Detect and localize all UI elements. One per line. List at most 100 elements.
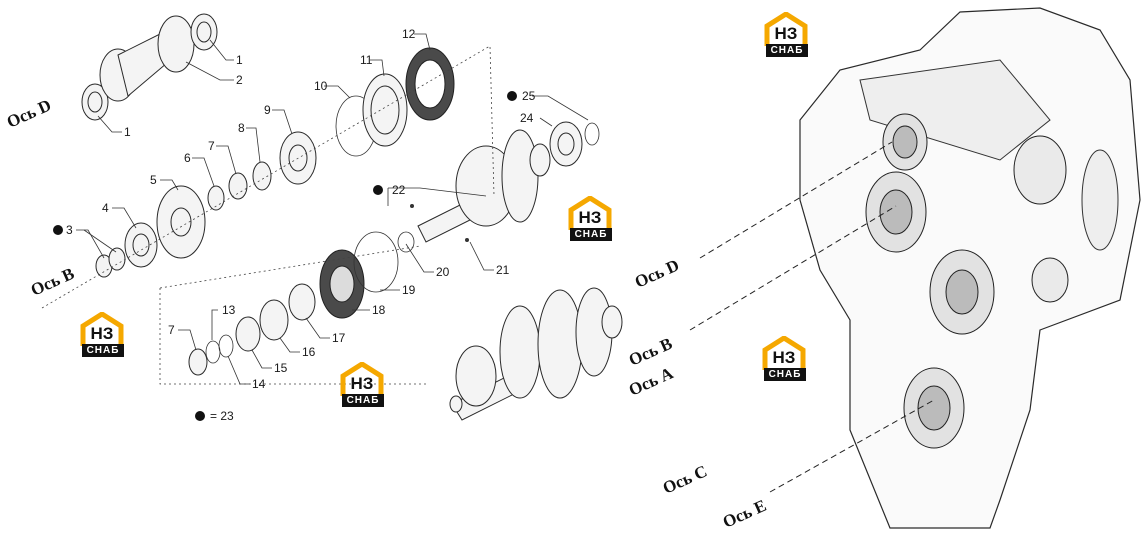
callout-24: 24 [520, 111, 534, 125]
callout-21: 21 [496, 263, 510, 277]
axis-label-b-left: Ось B [28, 264, 77, 300]
callout-3: 3 [66, 223, 73, 237]
axis-label-d-left: Ось D [4, 95, 54, 131]
assembled-drum [537, 289, 583, 399]
ring-gear-12-bore [414, 59, 446, 109]
brand-logo: НЗ СНАБ [338, 362, 388, 408]
brand-logo: НЗ СНАБ [566, 196, 616, 242]
spring-16 [259, 299, 289, 341]
axis-label-e-right: Ось E [720, 496, 769, 532]
assembled-spline [601, 305, 623, 339]
assembled-gear-small [455, 345, 497, 407]
bearing-4-inner [132, 233, 150, 257]
logo-mark: НЗ [350, 374, 374, 393]
brand-logo: НЗ СНАБ [762, 12, 812, 58]
gear-5-hub [170, 207, 192, 237]
legend-dot [195, 411, 205, 421]
callout-1-top: 1 [236, 53, 243, 67]
pin-22 [410, 204, 414, 208]
callout-10: 10 [314, 79, 328, 93]
callout-22: 22 [392, 183, 406, 197]
logo-caption: СНАБ [82, 344, 124, 357]
pin-21 [465, 238, 469, 242]
callout-2: 2 [236, 73, 243, 87]
callout-9: 9 [264, 103, 271, 117]
brand-logo: НЗ СНАБ [78, 312, 128, 358]
callout-19: 19 [402, 283, 416, 297]
logo-house-icon [340, 362, 384, 396]
callout-20: 20 [436, 265, 450, 279]
bore-axis-a-inner [945, 269, 979, 315]
logo-caption: СНАБ [570, 228, 612, 241]
plate-15 [235, 316, 261, 352]
transmission-housing [799, 7, 1141, 529]
leader-lines [76, 33, 589, 385]
logo-house-icon [762, 336, 806, 370]
callout-1-left: 1 [124, 125, 131, 139]
assembled-shaft-end [449, 395, 463, 413]
bore-axis-e-inner [917, 385, 951, 431]
bore-axis-b-inner [879, 189, 913, 235]
leader-axis-e [769, 399, 935, 493]
callout-17: 17 [332, 331, 346, 345]
axis-b-shaft-assembly [417, 121, 600, 243]
housing-top-plate [859, 59, 1051, 161]
callout-25: 25 [522, 89, 536, 103]
logo-mark: НЗ [578, 208, 602, 227]
ring-25 [584, 122, 600, 146]
ring-3b [108, 247, 126, 271]
bearing-24-inner [557, 132, 575, 156]
callout-16: 16 [302, 345, 316, 359]
logo-mark: НЗ [90, 324, 114, 343]
logo-caption: СНАБ [766, 44, 808, 57]
lower-clutch-parts [188, 204, 469, 376]
logo-mark: НЗ [772, 348, 796, 367]
callout-8: 8 [238, 121, 245, 135]
bearing-1-right-inner [196, 21, 212, 43]
axis-label-c-right: Ось C [660, 461, 710, 497]
callout-6: 6 [184, 151, 191, 165]
callout-labels: 1 2 1 3 4 5 6 7 8 9 10 11 12 13 14 15 16… [66, 27, 536, 391]
ring-14 [218, 334, 234, 358]
marker-dots [53, 91, 517, 421]
assembled-gear-mid [499, 305, 541, 399]
callout-12: 12 [402, 27, 416, 41]
logo-house-icon [568, 196, 612, 230]
assembled-gear-shaft [449, 287, 623, 421]
gear-drum-22 [501, 129, 539, 223]
legend-text: = 23 [210, 409, 234, 423]
logo-house-icon [80, 312, 124, 346]
axis-d-shaft-assembly [81, 13, 218, 121]
logo-caption: СНАБ [342, 394, 384, 407]
axis-leaders [689, 141, 935, 493]
leader-axis-d [699, 141, 893, 259]
callout-7: 7 [208, 139, 215, 153]
ring-13 [205, 340, 221, 364]
plate-11-inner [370, 85, 400, 135]
callout-11: 11 [360, 53, 373, 67]
dot-25 [507, 91, 517, 101]
piston-18-bore [329, 265, 355, 303]
logo-mark: НЗ [774, 24, 798, 43]
ring-20 [397, 231, 415, 253]
bore-axis-d-inner [892, 125, 918, 159]
callout-18: 18 [372, 303, 386, 317]
dot-22 [373, 185, 383, 195]
callout-7-lower: 7 [168, 323, 175, 337]
callout-14: 14 [252, 377, 266, 391]
axis-b-left-gears [95, 131, 317, 278]
seal-17 [288, 283, 316, 321]
callout-13: 13 [222, 303, 236, 317]
group-frames [41, 45, 495, 385]
ring-7 [228, 172, 248, 200]
callout-15: 15 [274, 361, 288, 375]
logo-house-icon [764, 12, 808, 46]
callout-4: 4 [102, 201, 109, 215]
housing-port-upper [1013, 135, 1067, 205]
lower-group-frame-top [159, 245, 421, 289]
clutch-pack-top [335, 47, 455, 157]
lower-group-frame [159, 288, 426, 385]
housing-port-lower [1031, 257, 1069, 303]
